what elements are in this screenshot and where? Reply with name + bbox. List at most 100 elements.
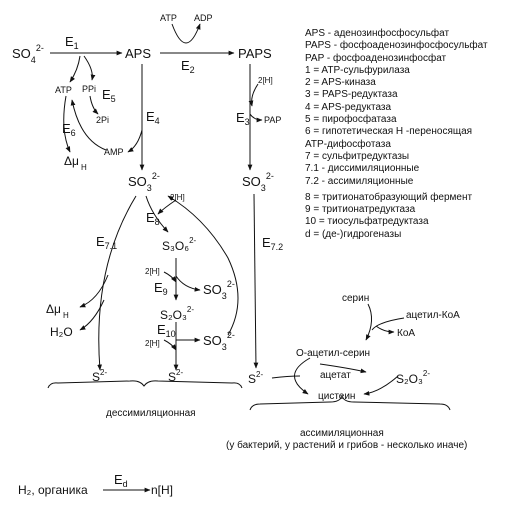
legend-item: 3 = PAPS-редуктаза <box>305 89 398 101</box>
enzyme-e4: E4 <box>146 109 160 126</box>
legend-item: 7.1 - диссимиляционные <box>305 163 420 175</box>
node-s-dissim-2: S2- <box>168 368 183 384</box>
arrow-2h-e8 <box>157 199 177 215</box>
arrow-e3-pap <box>249 113 263 123</box>
node-h2o: H₂O <box>50 325 73 339</box>
caption-assimilatory-note: (у бактерий, у растений и грибов - неско… <box>226 439 467 451</box>
enzyme-e1: E1 <box>65 34 79 51</box>
arrow-serine-oas <box>365 303 372 341</box>
arrow-s-into-loop <box>271 375 301 379</box>
arrow-to-dmu <box>79 274 109 308</box>
node-o-acetyl-serine: О-ацетил-серин <box>296 348 370 359</box>
node-s-assim: S2- <box>248 370 263 386</box>
arrow-to-acetate <box>319 363 367 374</box>
node-2pi: 2Pi <box>96 115 109 125</box>
brace-dissimilatory <box>47 380 243 389</box>
node-2h-4: 2[H] <box>145 339 160 348</box>
enzyme-e8: E8 <box>146 210 160 227</box>
node-so3-dissim: SO32- <box>128 171 160 193</box>
node-coa: КоА <box>397 328 415 339</box>
arrow-so3-s-assim <box>253 193 259 369</box>
arrow-amp-atp <box>70 99 107 151</box>
legend-item: 5 = пирофосфатаза <box>305 114 397 126</box>
node-ppi: PPi <box>82 84 96 94</box>
legend-item: 8 = тритионатобразующий фермент <box>305 191 473 203</box>
arrow-acetylcoa <box>371 317 405 331</box>
node-n-h: n[H] <box>151 483 173 497</box>
arrow-2h-e3 <box>248 83 259 107</box>
node-2h-1: 2[H] <box>258 76 273 85</box>
arrow-ppi-2pi <box>89 95 99 115</box>
node-2h-2: 2[H] <box>170 193 185 202</box>
node-s2o3-right: S₂O₃2- <box>396 369 430 386</box>
node-2h-3: 2[H] <box>145 267 160 276</box>
enzyme-e6: E6 <box>62 121 76 138</box>
legend-item: d = (де-)гидрогеназы <box>305 228 402 240</box>
node-so4: SO42- <box>12 43 44 65</box>
enzyme-e5: E5 <box>102 87 116 104</box>
arrow-to-h2o <box>79 299 105 331</box>
legend-item: 10 = тиосульфатредуктаза <box>305 216 429 228</box>
arrows <box>47 23 451 493</box>
node-s3o6: S₃O₆2- <box>162 236 197 253</box>
legend-item: PAP - фосфоаденозинфосфат <box>305 52 447 64</box>
enzyme-e72: E7.2 <box>262 235 283 252</box>
node-cysteine: цистеин <box>318 391 355 402</box>
caption-assimilatory: ассимиляционная <box>300 428 384 439</box>
legend-item: 9 = тритионатредуктаза <box>305 204 416 216</box>
enzyme-e71: E7.1 <box>96 234 117 251</box>
node-adp-top: ADP <box>194 13 213 23</box>
node-so3-e9: SO32- <box>203 279 235 301</box>
legend-item: 6 = гипотетическая H -переносящая <box>305 126 473 138</box>
legend-item: 4 = APS-редуктаза <box>305 101 392 113</box>
labels: SO42- APS PAPS ATP ADP E1 E2 ATP PPi E5 … <box>12 13 467 497</box>
arrow-recycle <box>167 195 239 336</box>
arrow-e1-ppi <box>83 55 96 81</box>
arrow-to-coa <box>375 325 395 335</box>
legend-item: 7 = сульфитредуктазы <box>305 150 410 162</box>
node-acetyl-coa: ацетил-КоА <box>406 310 460 321</box>
node-s2o3: S₂O₃2- <box>160 305 194 322</box>
arrow-atp-dmu <box>63 95 71 153</box>
legend-item: APS - аденозинфосфосульфат <box>305 28 450 39</box>
node-so3-e10: SO32- <box>203 330 235 352</box>
node-acetate: ацетат <box>320 370 351 381</box>
enzyme-ed: Ed <box>114 472 128 489</box>
node-aps: APS <box>125 46 151 61</box>
legend-item: ATP-дифосфотаза <box>305 138 391 150</box>
arrow-oas-cys-left <box>294 357 311 395</box>
legend-item: PAPS - фосфоаденозинфосфосульфат <box>305 40 488 52</box>
arrow-2h-e10 <box>163 339 177 351</box>
brace-assimilatory <box>249 394 451 411</box>
legend-item: 1 = ATP-сульфурилаза <box>305 64 410 76</box>
arrow-e1-atp <box>69 55 81 83</box>
node-s-dissim-1: S2- <box>92 368 107 384</box>
node-amp: AMP <box>104 147 124 157</box>
legend: APS - аденозинфосфосульфат PAPS - фосфоа… <box>305 28 488 241</box>
enzyme-e3: E3 <box>236 110 250 127</box>
arrow-s2o3-cys <box>363 375 399 396</box>
arrow-atp-adp <box>171 23 201 44</box>
node-pap: PAP <box>264 115 281 125</box>
node-so3-assim: SO32- <box>242 171 274 193</box>
node-paps: PAPS <box>238 46 272 61</box>
legend-item: 2 = APS-киназа <box>305 77 376 89</box>
caption-dissimilatory: дессимиляционная <box>106 408 196 419</box>
legend-item: 7.2 - ассимиляционные <box>305 175 414 187</box>
arrow-aps-amp <box>127 129 143 153</box>
node-h2-organic: H₂, органика <box>18 483 88 497</box>
arrow-e9-so3 <box>175 275 201 292</box>
arrow-so3-s3o6 <box>145 195 169 233</box>
node-atp-left: ATP <box>55 85 72 95</box>
arrow-so3-s-dissim <box>97 195 137 371</box>
node-atp-top: ATP <box>160 13 177 23</box>
enzyme-e2: E2 <box>181 58 195 75</box>
node-serine: серин <box>342 293 369 304</box>
arrow-2h-e9 <box>163 271 177 283</box>
enzyme-e10: E10 <box>157 322 176 339</box>
enzyme-e9: E9 <box>154 280 168 297</box>
